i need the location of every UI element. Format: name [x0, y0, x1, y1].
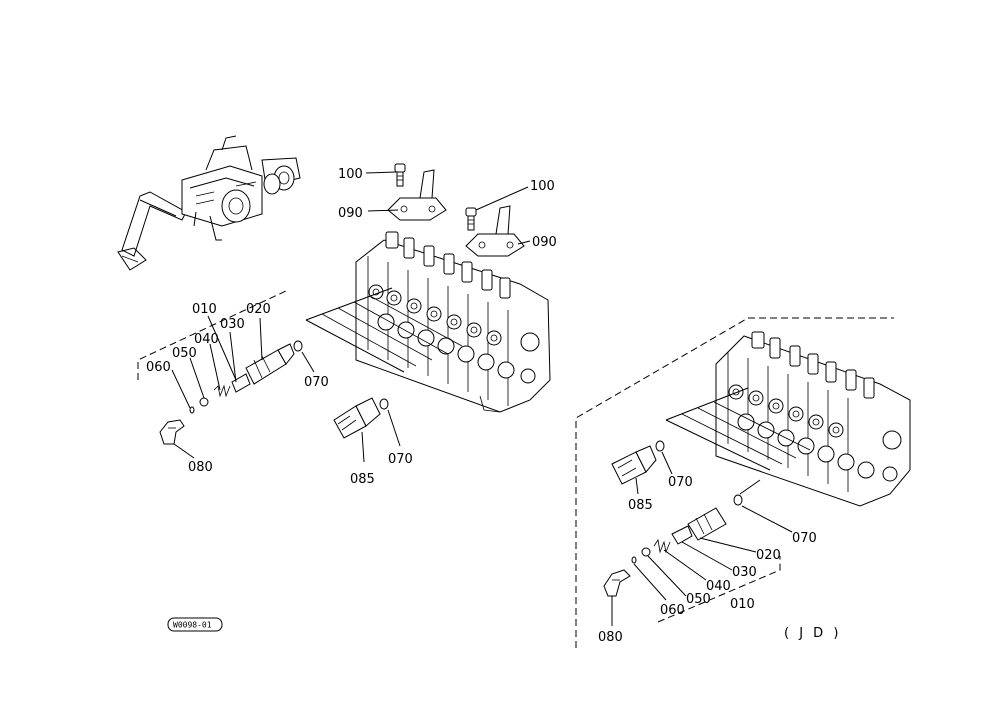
- callouts-top: 100 090 100 090: [338, 167, 557, 250]
- callout-jd-050: 050: [686, 592, 711, 607]
- jd-variant-label: ( J D ): [784, 626, 841, 641]
- callout-top-left-bolt: 100: [338, 167, 363, 182]
- jd-variant-group: [575, 317, 911, 648]
- drawing-code-stamp: W0098-01: [167, 617, 223, 632]
- drawing-code-text: W0098-01: [173, 621, 212, 630]
- callout-main-060: 060: [146, 360, 171, 375]
- main-fitting-085: [333, 397, 401, 463]
- callouts-main: 010 020 030 040 050 060 070 070 080 085: [146, 302, 413, 487]
- callout-main-020: 020: [246, 302, 271, 317]
- callout-jd-070b: 070: [792, 531, 817, 546]
- callout-main-085: 085: [350, 472, 375, 487]
- callout-top-left-plate: 090: [338, 206, 363, 221]
- main-relief-assembly: [137, 289, 315, 459]
- callout-jd-020: 020: [756, 548, 781, 563]
- callout-jd-070a: 070: [668, 475, 693, 490]
- callout-main-030: 030: [220, 317, 245, 332]
- main-leader-bundle: [305, 287, 463, 373]
- callout-jd-085: 085: [628, 498, 653, 513]
- callout-jd-030: 030: [732, 565, 757, 580]
- top-left-bolt-plate: [365, 163, 447, 221]
- callout-main-070a: 070: [304, 375, 329, 390]
- callouts-jd: 070 085 070 020 030 040 050 060 010 080: [598, 475, 817, 645]
- callout-jd-040: 040: [706, 579, 731, 594]
- callout-main-050: 050: [172, 346, 197, 361]
- callout-jd-080: 080: [598, 630, 623, 645]
- control-valve-main: [355, 231, 551, 413]
- tractor-backhoe-illustration: [117, 135, 301, 271]
- callout-main-080: 080: [188, 460, 213, 475]
- callout-main-070b: 070: [388, 452, 413, 467]
- callout-main-010: 010: [192, 302, 217, 317]
- callout-top-right-plate: 090: [532, 235, 557, 250]
- callout-main-040: 040: [194, 332, 219, 347]
- callout-jd-060: 060: [660, 603, 685, 618]
- top-right-bolt-plate: [465, 186, 531, 257]
- callout-top-right-bolt: 100: [530, 179, 555, 194]
- callout-jd-010: 010: [730, 597, 755, 612]
